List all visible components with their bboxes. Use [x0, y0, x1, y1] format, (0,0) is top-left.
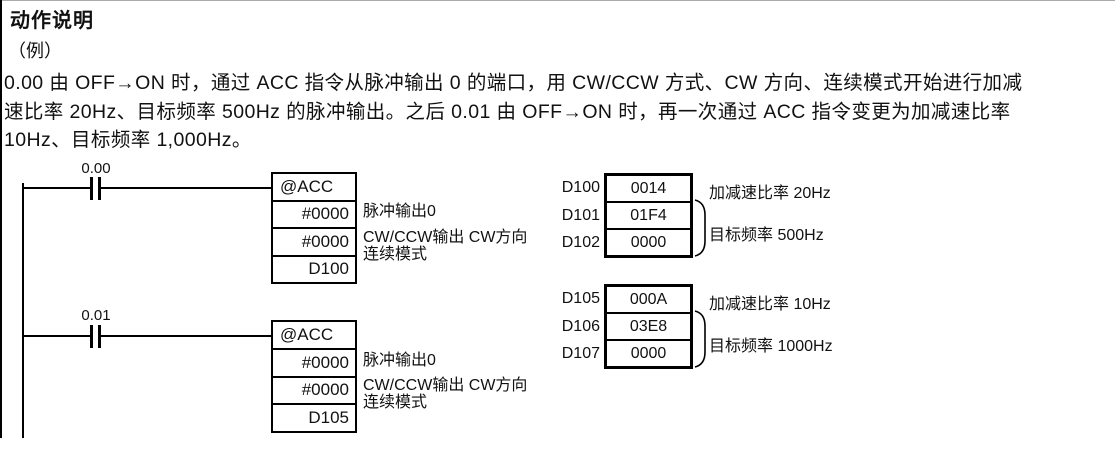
instruction-mnemonic: @ACC: [280, 324, 334, 344]
rung2-wire-left: [22, 335, 90, 337]
instruction-operand: D105: [273, 403, 355, 431]
value-meaning-label: 加减速比率 10Hz: [709, 296, 831, 313]
operand-annotation: CW/CCW输出 CW方向: [363, 377, 528, 394]
memory-value: 03E8: [607, 312, 690, 339]
memory-address: D106: [561, 318, 600, 335]
description-line-2: 速比率 20Hz、目标频率 500Hz 的脉冲输出。之后 0.01 由 OFF→…: [4, 100, 1011, 123]
description-line-1: 0.00 由 OFF→ON 时，通过 ACC 指令从脉冲输出 0 的端口，用 C…: [4, 72, 1023, 94]
rung1-wire-left: [22, 187, 90, 189]
instruction-operand: #0000: [273, 375, 355, 404]
memory-address: D105: [561, 290, 600, 307]
normally-open-contact-bar: [98, 325, 101, 348]
page-title: 动作说明: [10, 10, 94, 32]
memory-value: 0014: [630, 179, 667, 197]
top-border-line: [0, 0, 1115, 1]
memory-value-table: 0014 01F4 0000: [604, 173, 693, 258]
memory-value: 000A: [629, 290, 668, 308]
instruction-mnemonic: @ACC: [280, 176, 334, 196]
value-meaning-label: 目标频率 500Hz: [709, 227, 824, 244]
normally-open-contact-bar: [90, 325, 93, 348]
brace-bracket: [694, 199, 706, 257]
memory-address: D100: [561, 179, 600, 196]
memory-value: 01F4: [607, 201, 690, 228]
instruction-operand: #0000: [273, 347, 355, 376]
brace-bracket: [694, 310, 706, 368]
normally-open-contact-bar: [90, 177, 93, 200]
contact-address-label: 0.01: [81, 307, 111, 324]
memory-value: 0000: [607, 339, 690, 366]
memory-address: D101: [561, 207, 600, 224]
description-paragraph: 0.00 由 OFF→ON 时，通过 ACC 指令从脉冲输出 0 的端口，用 C…: [4, 69, 1022, 155]
contact-address-label: 0.00: [81, 160, 111, 177]
acc-instruction-block-1: @ACC #0000 #0000 D100: [271, 172, 357, 284]
memory-address: D107: [561, 345, 600, 362]
example-label: （例）: [8, 41, 62, 61]
operand-annotation: 脉冲输出0: [363, 203, 436, 220]
value-meaning-label: 加减速比率 20Hz: [709, 185, 831, 202]
operand-annotation: 连续模式: [363, 394, 428, 411]
operand-annotation-group: CW/CCW输出 CW方向 连续模式: [363, 229, 527, 263]
memory-value: 0000: [607, 228, 690, 255]
acc-instruction-block-2: @ACC #0000 #0000 D105: [271, 320, 357, 433]
description-line-3: 10Hz、目标频率 1,000Hz。: [4, 129, 252, 151]
value-meaning-label: 目标频率 1000Hz: [709, 338, 833, 355]
left-border-line: [0, 0, 2, 438]
instruction-operand: #0000: [273, 227, 355, 255]
operand-annotation: 连续模式: [363, 246, 428, 263]
memory-address: D102: [561, 234, 600, 251]
memory-value-table: 000A 03E8 0000: [604, 284, 693, 369]
instruction-operand: D100: [273, 254, 355, 283]
normally-open-contact-bar: [98, 177, 101, 200]
rung1-wire-right: [101, 187, 272, 189]
rung2-wire-right: [101, 335, 272, 337]
instruction-operand: #0000: [273, 199, 355, 228]
operand-annotation-group: CW/CCW输出 CW方向 连续模式: [363, 377, 527, 411]
operand-annotation: CW/CCW输出 CW方向: [363, 229, 528, 246]
ladder-left-rail: [22, 183, 24, 438]
operand-annotation: 脉冲输出0: [363, 352, 436, 369]
